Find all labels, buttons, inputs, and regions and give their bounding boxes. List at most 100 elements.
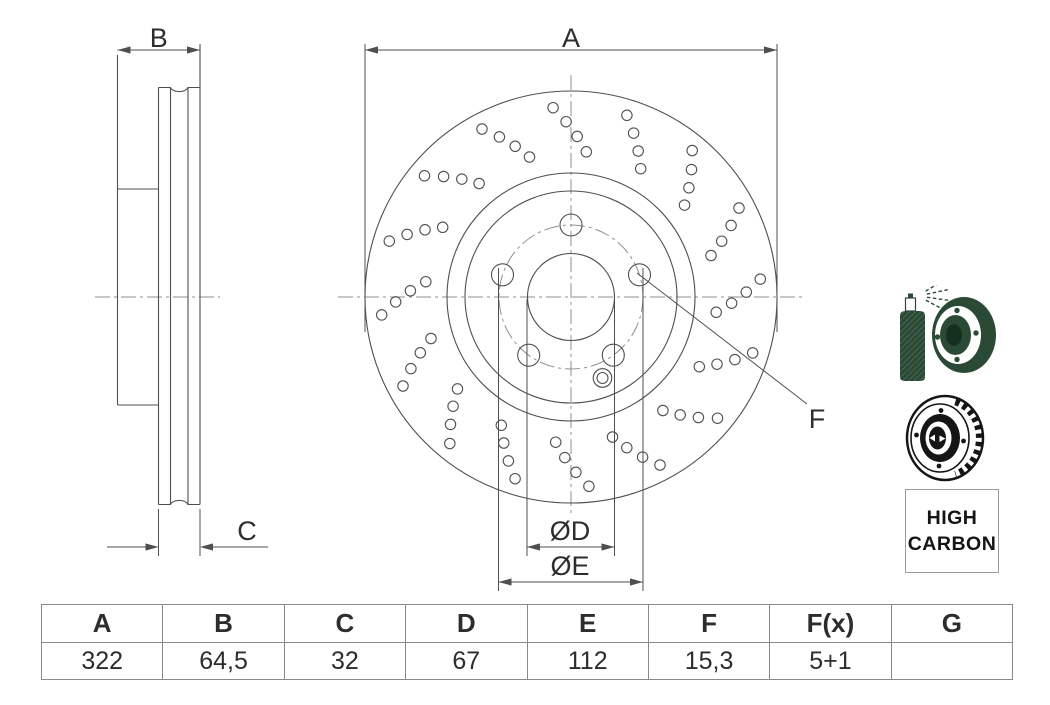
drilled-hole [524,152,534,162]
locating-pin-hole-outer [593,369,612,388]
table-value-cell: 15,3 [648,643,769,680]
drilled-hole [560,452,570,462]
drilled-hole [571,467,581,477]
drilled-hole [419,171,429,181]
drilled-hole [406,363,416,373]
bolt-hole [602,344,624,366]
drilled-hole [712,359,722,369]
drilled-hole [438,171,448,181]
drilled-hole [694,362,704,372]
drilled-hole [548,103,558,113]
drilled-hole [730,354,740,364]
drilled-hole [636,164,646,174]
drilled-hole [679,200,689,210]
drilled-hole [377,310,387,320]
drilled-hole [726,298,736,308]
badge-line-1: HIGH [927,505,978,531]
table-header-cell: D [406,605,527,643]
drilled-hole [477,124,487,134]
drilled-hole [717,236,727,246]
table-header-cell: A [42,605,163,643]
spray-droplet [939,299,943,300]
drilled-hole [572,131,582,141]
drilled-hole [421,277,431,287]
spray-droplet [931,303,934,305]
drilled-hole [496,420,506,430]
dim-label-a: A [562,23,580,53]
table-value-cell: 64,5 [163,643,284,680]
spray-droplet [933,292,936,293]
table-header-cell: G [891,605,1012,643]
drilled-hole [607,432,617,442]
high-carbon-badge: HIGH CARBON [905,489,999,573]
drilled-hole [391,297,401,307]
spray-droplet [939,291,943,292]
drilled-hole [510,474,520,484]
drilled-hole [402,229,412,239]
table-value-cell: 67 [406,643,527,680]
spray-droplet [944,290,947,291]
drilled-hole [551,437,561,447]
table-value-cell: 5+1 [770,643,891,680]
drilled-hole [445,419,455,429]
drilled-hole [457,174,467,184]
dim-label-f: F [809,404,826,434]
drilled-hole [384,236,394,246]
drilled-hole [706,250,716,260]
spray-droplet [933,298,936,299]
table-header-cell: B [163,605,284,643]
drilled-hole [398,381,408,391]
spray-droplet [931,286,934,288]
table-value-cell: 322 [42,643,163,680]
table-value-cell: 32 [284,643,405,680]
spray-can-coated-disc-icon [885,285,1000,387]
table-value-cell [891,643,1012,680]
drilled-hole [741,287,751,297]
drilled-hole [687,145,697,155]
drilled-hole [584,481,594,491]
side-view-cross-section [95,44,220,505]
spray-droplet [927,293,930,294]
vented-brake-disc-icon [900,392,1000,484]
drilled-hole [726,220,736,230]
drilled-hole [628,128,638,138]
spray-droplet [937,306,940,308]
drilled-hole [581,147,591,157]
drilled-hole [499,438,509,448]
dimension-c: C [107,509,268,556]
drilled-hole [655,460,665,470]
table-header-cell: F(x) [770,605,891,643]
drilled-hole [622,443,632,453]
spray-droplet [926,289,929,291]
drilled-hole [712,413,722,423]
drilled-hole [693,412,703,422]
dim-label-e: ØE [550,551,589,581]
table-header-cell: E [527,605,648,643]
drilled-hole [675,410,685,420]
table-value-cell: 112 [527,643,648,680]
drilled-hole [494,132,504,142]
coated-disc [932,297,996,373]
drilled-hole [755,274,765,284]
drilled-hole [633,146,643,156]
drilled-hole [622,110,632,120]
drilled-hole [420,225,430,235]
drilled-hole [561,117,571,127]
drilled-hole [684,183,694,193]
drilled-hole [415,348,425,358]
front-view-disc [338,75,803,515]
table-header-cell: F [648,605,769,643]
drilled-hole [448,401,458,411]
spray-droplet [926,300,929,302]
drilled-hole [503,456,513,466]
drilled-hole [426,333,436,343]
drilled-hole [711,307,721,317]
dim-label-b: B [150,23,168,53]
drilled-hole [734,203,744,213]
dim-label-c: C [237,516,257,546]
drilled-hole [445,438,455,448]
